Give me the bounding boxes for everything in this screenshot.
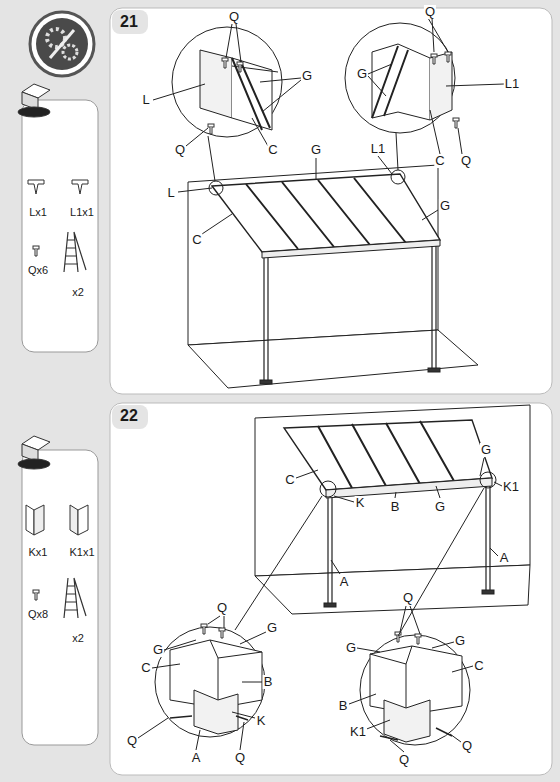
part-callout: A (499, 551, 510, 565)
part-callout: Q (398, 753, 410, 767)
part-callout: B (338, 699, 349, 713)
part-callout: Q (402, 591, 414, 605)
part-callout: G (480, 443, 492, 457)
part-callout: Q (216, 601, 228, 615)
parts-count: Lx1 (28, 205, 48, 219)
part-callout: Q (460, 154, 472, 168)
part-callout: C (473, 659, 484, 673)
part-callout: B (263, 675, 274, 689)
part-callout: Q (234, 751, 246, 765)
part-callout: G (266, 621, 278, 635)
parts-count: Qx6 (27, 263, 49, 277)
parts-count: x2 (71, 285, 85, 299)
part-callout: Q (461, 739, 473, 753)
part-callout: K (355, 496, 366, 510)
part-callout: K1 (502, 480, 520, 494)
part-callout: G (434, 500, 446, 514)
parts-count: Kx1 (28, 545, 49, 559)
part-callout: L (166, 186, 175, 200)
part-callout: G (439, 199, 451, 213)
parts-count: Qx8 (27, 607, 49, 621)
part-callout: G (301, 69, 313, 83)
part-callout: A (339, 575, 350, 589)
part-callout: Q (174, 143, 186, 157)
part-callout: C (267, 143, 278, 157)
part-callout: Q (424, 5, 436, 19)
part-callout: G (454, 634, 466, 648)
part-callout: Q (228, 10, 240, 24)
parts-count: L1x1 (69, 205, 95, 219)
part-callout: C (434, 154, 445, 168)
part-callout: G (356, 67, 368, 81)
part-callout: B (390, 500, 401, 514)
part-callout: A (191, 751, 202, 765)
part-callout: C (284, 473, 295, 487)
part-callout: Q (126, 734, 138, 748)
step-number: 21 (119, 15, 139, 29)
part-callout: C (140, 661, 151, 675)
part-callout: G (345, 641, 357, 655)
part-callout: G (152, 643, 164, 657)
part-callout: L (141, 93, 150, 107)
part-callout: G (310, 143, 322, 157)
part-callout: L1 (504, 77, 520, 91)
part-callout: C (191, 233, 202, 247)
step-number: 22 (119, 409, 139, 423)
parts-count: x2 (71, 631, 85, 645)
parts-count: K1x1 (68, 545, 95, 559)
part-callout: K (256, 714, 267, 728)
part-callout: K1 (349, 725, 367, 739)
part-callout: L1 (370, 142, 386, 156)
